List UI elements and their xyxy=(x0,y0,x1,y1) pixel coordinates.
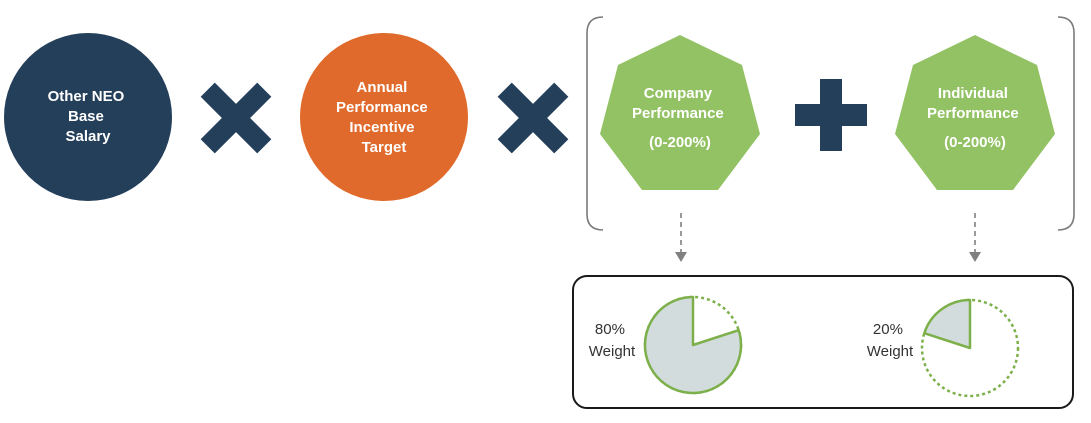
svg-text:Other NEO Base Sal: Other NEO Base Salary xyxy=(48,88,129,145)
right-bracket xyxy=(1057,16,1075,231)
individual-performance-line-2: Performance xyxy=(927,105,1019,122)
individual-weight-label: Weight xyxy=(867,343,914,360)
svg-text:Annual Performance: Annual Performance Incentive Target xyxy=(336,79,432,156)
individual-weight-arrow xyxy=(969,213,981,262)
incentive-target-node: Annual Performance Incentive Target xyxy=(300,33,468,201)
individual-performance-heptagon xyxy=(895,35,1055,190)
company-performance-line-2: Performance xyxy=(632,105,724,122)
base-salary-line-2: Base xyxy=(68,108,104,125)
incentive-target-line-3: Incentive xyxy=(349,119,414,136)
individual-weight-percent: 20% xyxy=(873,321,903,338)
base-salary-line-1: Other NEO xyxy=(48,88,125,105)
multiply-icon xyxy=(200,82,272,154)
left-bracket xyxy=(586,16,604,231)
company-performance-line-1: Company xyxy=(644,85,713,102)
multiply-icon xyxy=(497,82,569,154)
incentive-target-line-4: Target xyxy=(362,139,407,156)
svg-text:80% Weight: 80% Weight xyxy=(589,321,636,360)
incentive-target-circle xyxy=(300,33,468,201)
base-salary-circle xyxy=(4,33,172,201)
company-weight-label: Weight xyxy=(589,343,636,360)
company-weight-percent: 80% xyxy=(595,321,625,338)
svg-text:20% Weight: 20% Weight xyxy=(867,321,914,360)
company-performance-node: Company Performance (0-200%) xyxy=(600,35,760,190)
svg-text:Individual Performance: Individual Performance (0-200%) xyxy=(927,85,1023,151)
company-weight-pie-slice xyxy=(643,295,743,395)
plus-icon xyxy=(795,79,867,151)
company-performance-range: (0-200%) xyxy=(649,134,711,151)
company-weight-arrow xyxy=(675,213,687,262)
individual-weight-pie-slice xyxy=(923,298,972,350)
individual-weight-pie-outline xyxy=(920,298,1020,398)
base-salary-line-3: Salary xyxy=(65,128,111,145)
base-salary-node: Other NEO Base Salary xyxy=(4,33,172,201)
svg-text:Company Performance: Company Performance (0-200%) xyxy=(632,85,728,151)
incentive-target-line-2: Performance xyxy=(336,99,428,116)
company-weight-group: 80% Weight xyxy=(589,295,743,395)
individual-performance-node: Individual Performance (0-200%) xyxy=(895,35,1055,190)
incentive-target-line-1: Annual xyxy=(356,79,407,96)
company-performance-heptagon xyxy=(600,35,760,190)
individual-weight-group: 20% Weight xyxy=(867,298,1020,398)
individual-performance-range: (0-200%) xyxy=(944,134,1006,151)
individual-performance-line-1: Individual xyxy=(938,85,1008,102)
